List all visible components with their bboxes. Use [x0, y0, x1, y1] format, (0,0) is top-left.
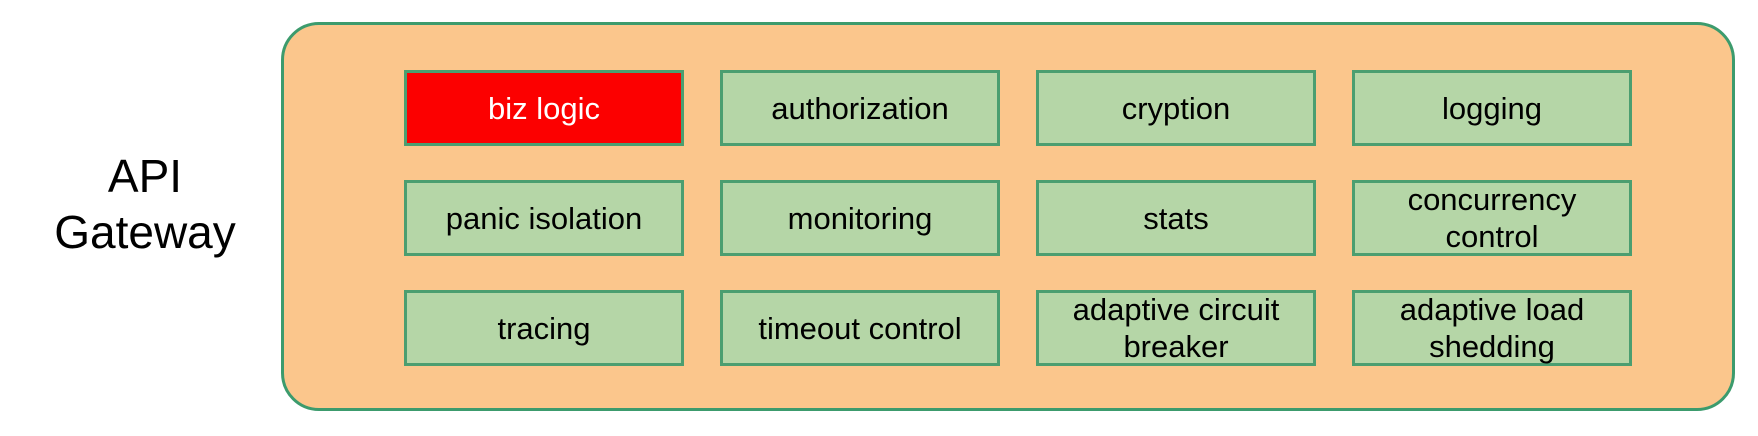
feature-box-concurrency-control[interactable]: concurrency control [1352, 180, 1632, 256]
api-gateway-container: biz logic authorization cryption logging… [281, 22, 1735, 411]
api-gateway-label: API Gateway [54, 150, 236, 258]
feature-box-timeout-control[interactable]: timeout control [720, 290, 1000, 366]
feature-box-biz-logic[interactable]: biz logic [404, 70, 684, 146]
feature-grid: biz logic authorization cryption logging… [404, 70, 1632, 366]
feature-box-adaptive-load-shedding[interactable]: adaptive load shedding [1352, 290, 1632, 366]
feature-box-tracing[interactable]: tracing [404, 290, 684, 366]
feature-box-cryption[interactable]: cryption [1036, 70, 1316, 146]
feature-box-monitoring[interactable]: monitoring [720, 180, 1000, 256]
feature-box-adaptive-circuit-breaker[interactable]: adaptive circuit breaker [1036, 290, 1316, 366]
feature-box-panic-isolation[interactable]: panic isolation [404, 180, 684, 256]
feature-box-authorization[interactable]: authorization [720, 70, 1000, 146]
feature-box-stats[interactable]: stats [1036, 180, 1316, 256]
feature-box-logging[interactable]: logging [1352, 70, 1632, 146]
